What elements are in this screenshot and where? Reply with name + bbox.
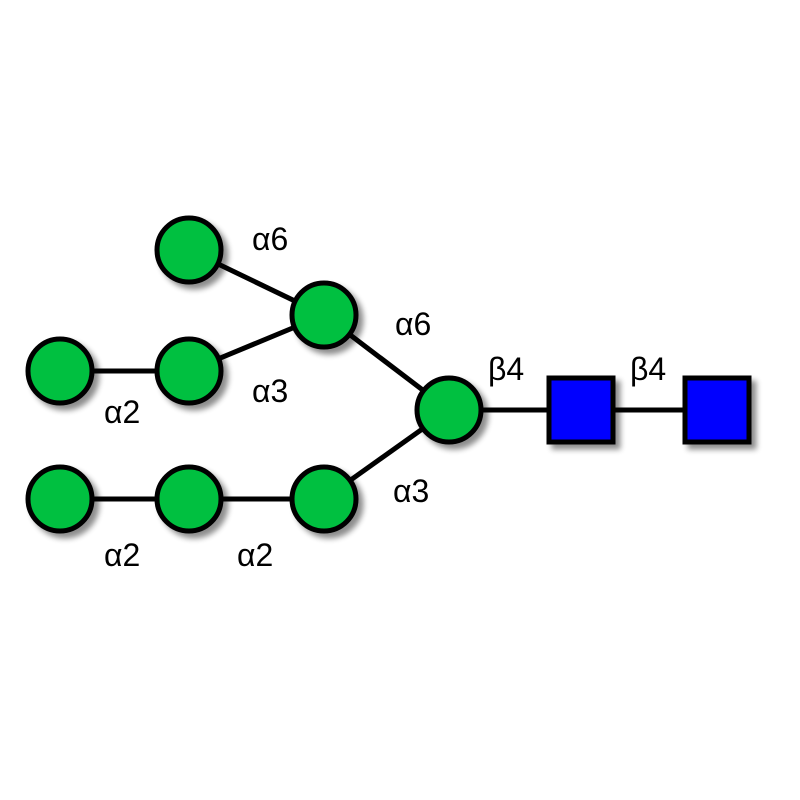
- glcnac-residue-glcnac-2: [682, 375, 752, 445]
- residues: [25, 215, 752, 534]
- linkage-label-a3-upper: α3: [252, 373, 288, 409]
- mannose-residue-man-a2-terminal-lower: [25, 464, 95, 534]
- mannose-residue-man-core: [414, 375, 484, 445]
- glcnac-residue-glcnac-1: [546, 375, 616, 445]
- linkage-label-a2-lower-middle: α2: [237, 537, 273, 573]
- mannose-residue-man-a2-middle-lower: [154, 464, 224, 534]
- linkage-label-b4-core: β4: [488, 351, 524, 387]
- mannose-residue-man-a2-terminal-upper: [25, 336, 95, 406]
- mannose-residue-man-a3-lower: [289, 464, 359, 534]
- linkage-labels: α6 α3 α2 α6 α3 α2 α2 β4 β4: [104, 221, 666, 573]
- mannose-residue-man-branch-6: [289, 280, 359, 350]
- mannose-residue-man-a6-terminal: [154, 215, 224, 285]
- mannose-residue-man-a3-upper: [154, 336, 224, 406]
- linkage-label-a6-top: α6: [252, 221, 288, 257]
- linkage-label-a2-lower-left: α2: [104, 537, 140, 573]
- linkage-label-a3-core: α3: [393, 473, 429, 509]
- linkage-label-a2-upper: α2: [104, 394, 140, 430]
- linkage-label-b4-glcnac: β4: [630, 351, 666, 387]
- linkage-label-a6-core: α6: [395, 306, 431, 342]
